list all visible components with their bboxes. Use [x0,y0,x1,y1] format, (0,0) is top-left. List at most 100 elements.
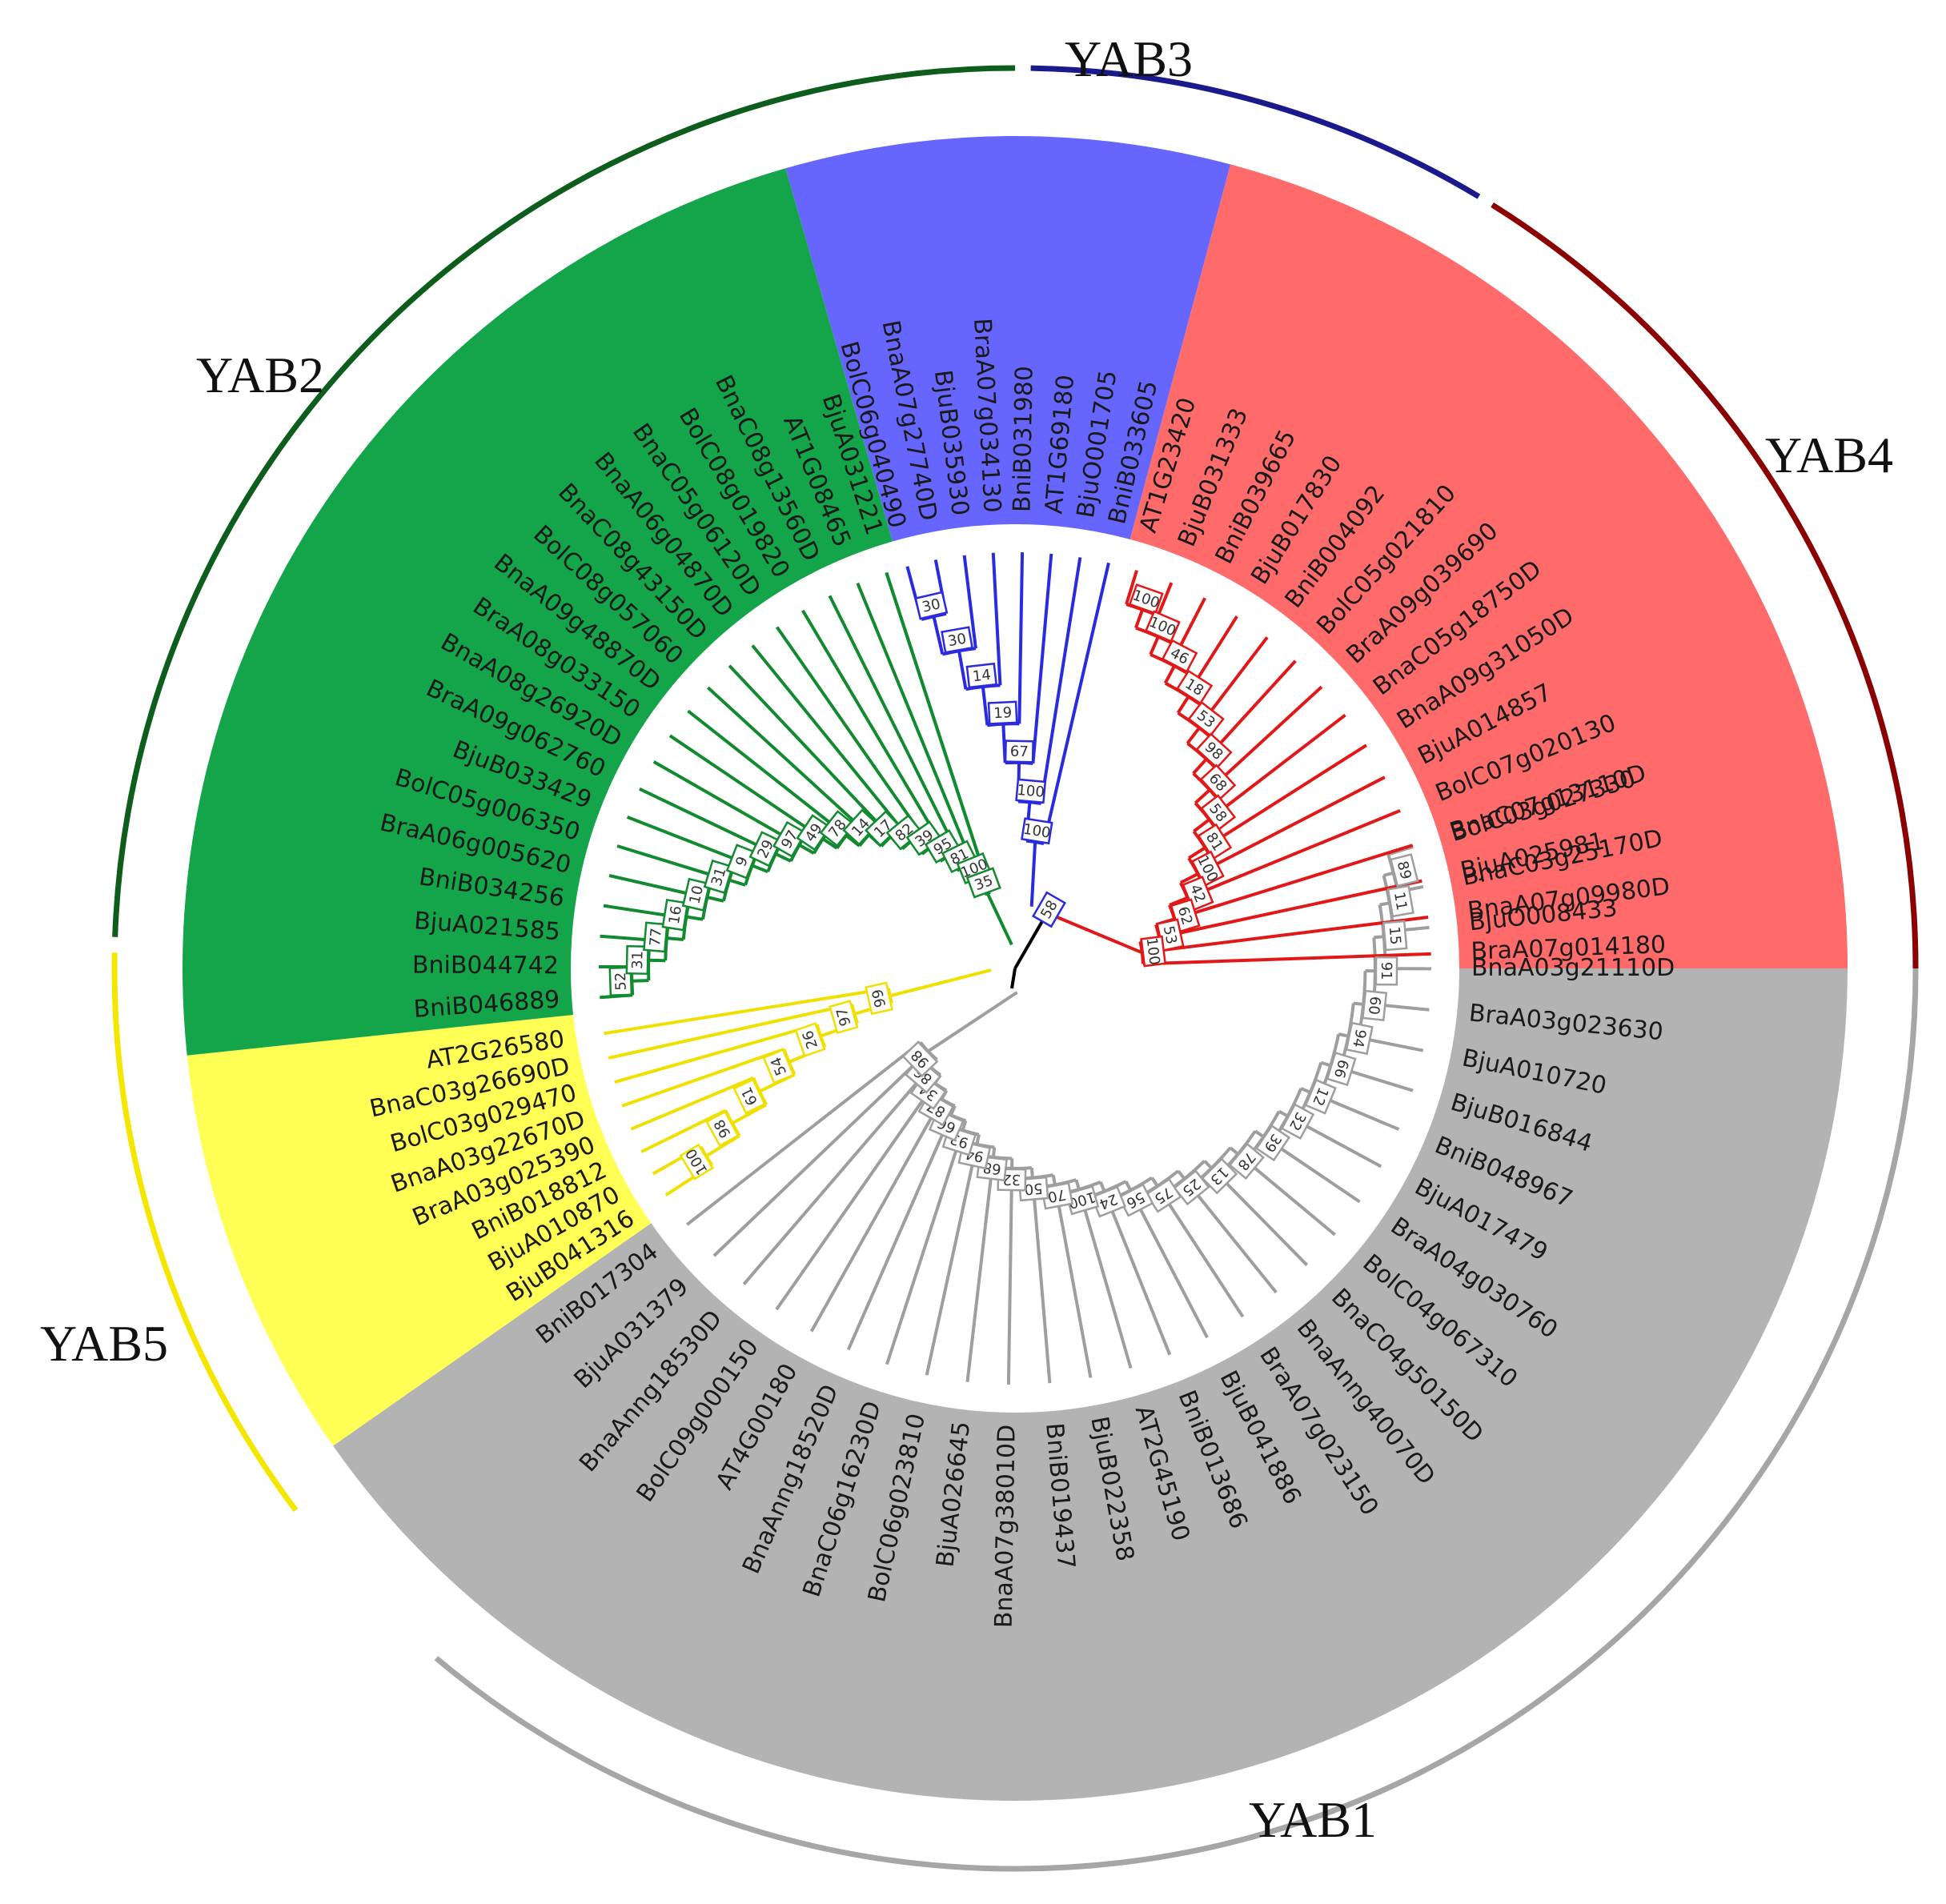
bootstrap-value: 18 [1176,669,1214,705]
branch [685,915,704,921]
bootstrap-value: 11 [1386,884,1414,918]
branch [1223,713,1346,809]
sector-yab3 [785,136,1231,542]
bootstrap-value: 81 [1197,823,1233,860]
branch [706,896,724,903]
group-labels: YAB3 YAB2 YAB4 YAB5 YAB1 [40,30,1893,1848]
svg-text:100: 100 [1017,782,1045,801]
bootstrap-value: 58 [1200,794,1237,832]
branch [604,987,889,1036]
branch [639,787,761,848]
branch [706,686,858,825]
branch [925,1153,977,1376]
bootstrap-value: 10 [681,877,711,912]
root-stem [1010,968,1017,989]
branch [687,709,834,827]
branch [1031,553,1053,764]
svg-text:50: 50 [1024,1180,1044,1198]
bootstrap-value: 97 [772,820,807,858]
root-bootstrap: 58 [1032,891,1066,928]
branch [821,837,838,850]
bootstrap-value: 100 [1015,778,1047,804]
bootstrap-value: 53 [1187,700,1225,737]
svg-text:32: 32 [1002,1171,1021,1188]
branch [1205,808,1401,892]
svg-text:100: 100 [1143,936,1163,966]
branch [616,844,714,877]
branch [751,864,768,874]
branch [1196,615,1238,680]
group-label-yab2: YAB2 [196,347,324,403]
group-label-yab5: YAB5 [40,1315,168,1372]
branch [828,595,959,852]
root-branch [1013,919,1045,970]
arc-yab3 [1030,65,1481,199]
bootstrap-value: 26 [794,1022,826,1057]
arc-yab2 [112,65,1016,937]
branch [975,1134,981,1145]
branch [1179,872,1199,884]
branch [1029,1167,1034,1178]
branch [1106,1200,1172,1356]
arc-yab4 [1491,202,1919,969]
tip-label: BniB044742 [412,952,559,980]
branch [630,1076,754,1131]
branch [932,615,945,655]
tip-label: BnaA07g38010D [990,1425,1021,1629]
svg-text:52: 52 [612,972,630,991]
branch [1192,844,1414,915]
bootstrap-value: 93 [941,1125,977,1156]
branch [1080,1198,1133,1369]
bootstrap-value: 98 [1195,732,1233,770]
branch [1178,597,1207,648]
bootstrap-value: 89 [1389,853,1419,888]
branch [1163,665,1176,684]
svg-text:19: 19 [993,704,1013,722]
svg-text:67: 67 [1010,744,1029,760]
branch [962,555,977,649]
branch [705,1134,740,1158]
branch [1217,1173,1309,1267]
branch [798,844,815,855]
bootstrap-value: 60 [1362,989,1388,1021]
bootstrap-value: 35 [965,867,1001,899]
branch [1133,1198,1209,1339]
branch [1178,879,1422,936]
branch [751,644,902,829]
bootstrap-value: 98 [705,1110,740,1148]
bootstrap-value: 56 [1117,1183,1154,1217]
bootstrap-value: 39 [1255,1124,1291,1162]
branch [1300,1087,1311,1094]
branch [885,571,993,893]
branch [1295,1119,1382,1168]
branch [1339,1066,1414,1092]
branch [640,1108,727,1153]
branch [1254,1129,1265,1138]
clade-sectors [182,136,1848,1801]
bootstrap-value: 46 [1161,639,1198,673]
branch [1209,636,1269,713]
branch [949,1105,957,1116]
branch [1051,1174,1057,1185]
branch [1190,1185,1278,1294]
arc-yab5 [111,952,299,1513]
branch [1192,758,1208,775]
bootstrap-value: 15 [1382,920,1408,952]
svg-text:30: 30 [921,595,942,616]
branch [1187,846,1206,860]
bootstrap-value: 91 [1374,956,1398,986]
branch [1194,788,1211,804]
bootstrap-value: 25 [1173,1169,1210,1206]
arc-yab1 [434,630,1919,1872]
bootstrap-value: 67 [1004,740,1034,764]
branch [1318,1094,1400,1131]
bootstrap-value: 16 [661,899,689,932]
branch [731,1103,768,1125]
branch [1320,1060,1331,1068]
group-label-yab4: YAB4 [1765,427,1893,483]
branch [1162,1193,1245,1318]
branch [846,1123,949,1351]
branch [608,1002,853,1060]
sector-yab4 [1129,164,1848,968]
